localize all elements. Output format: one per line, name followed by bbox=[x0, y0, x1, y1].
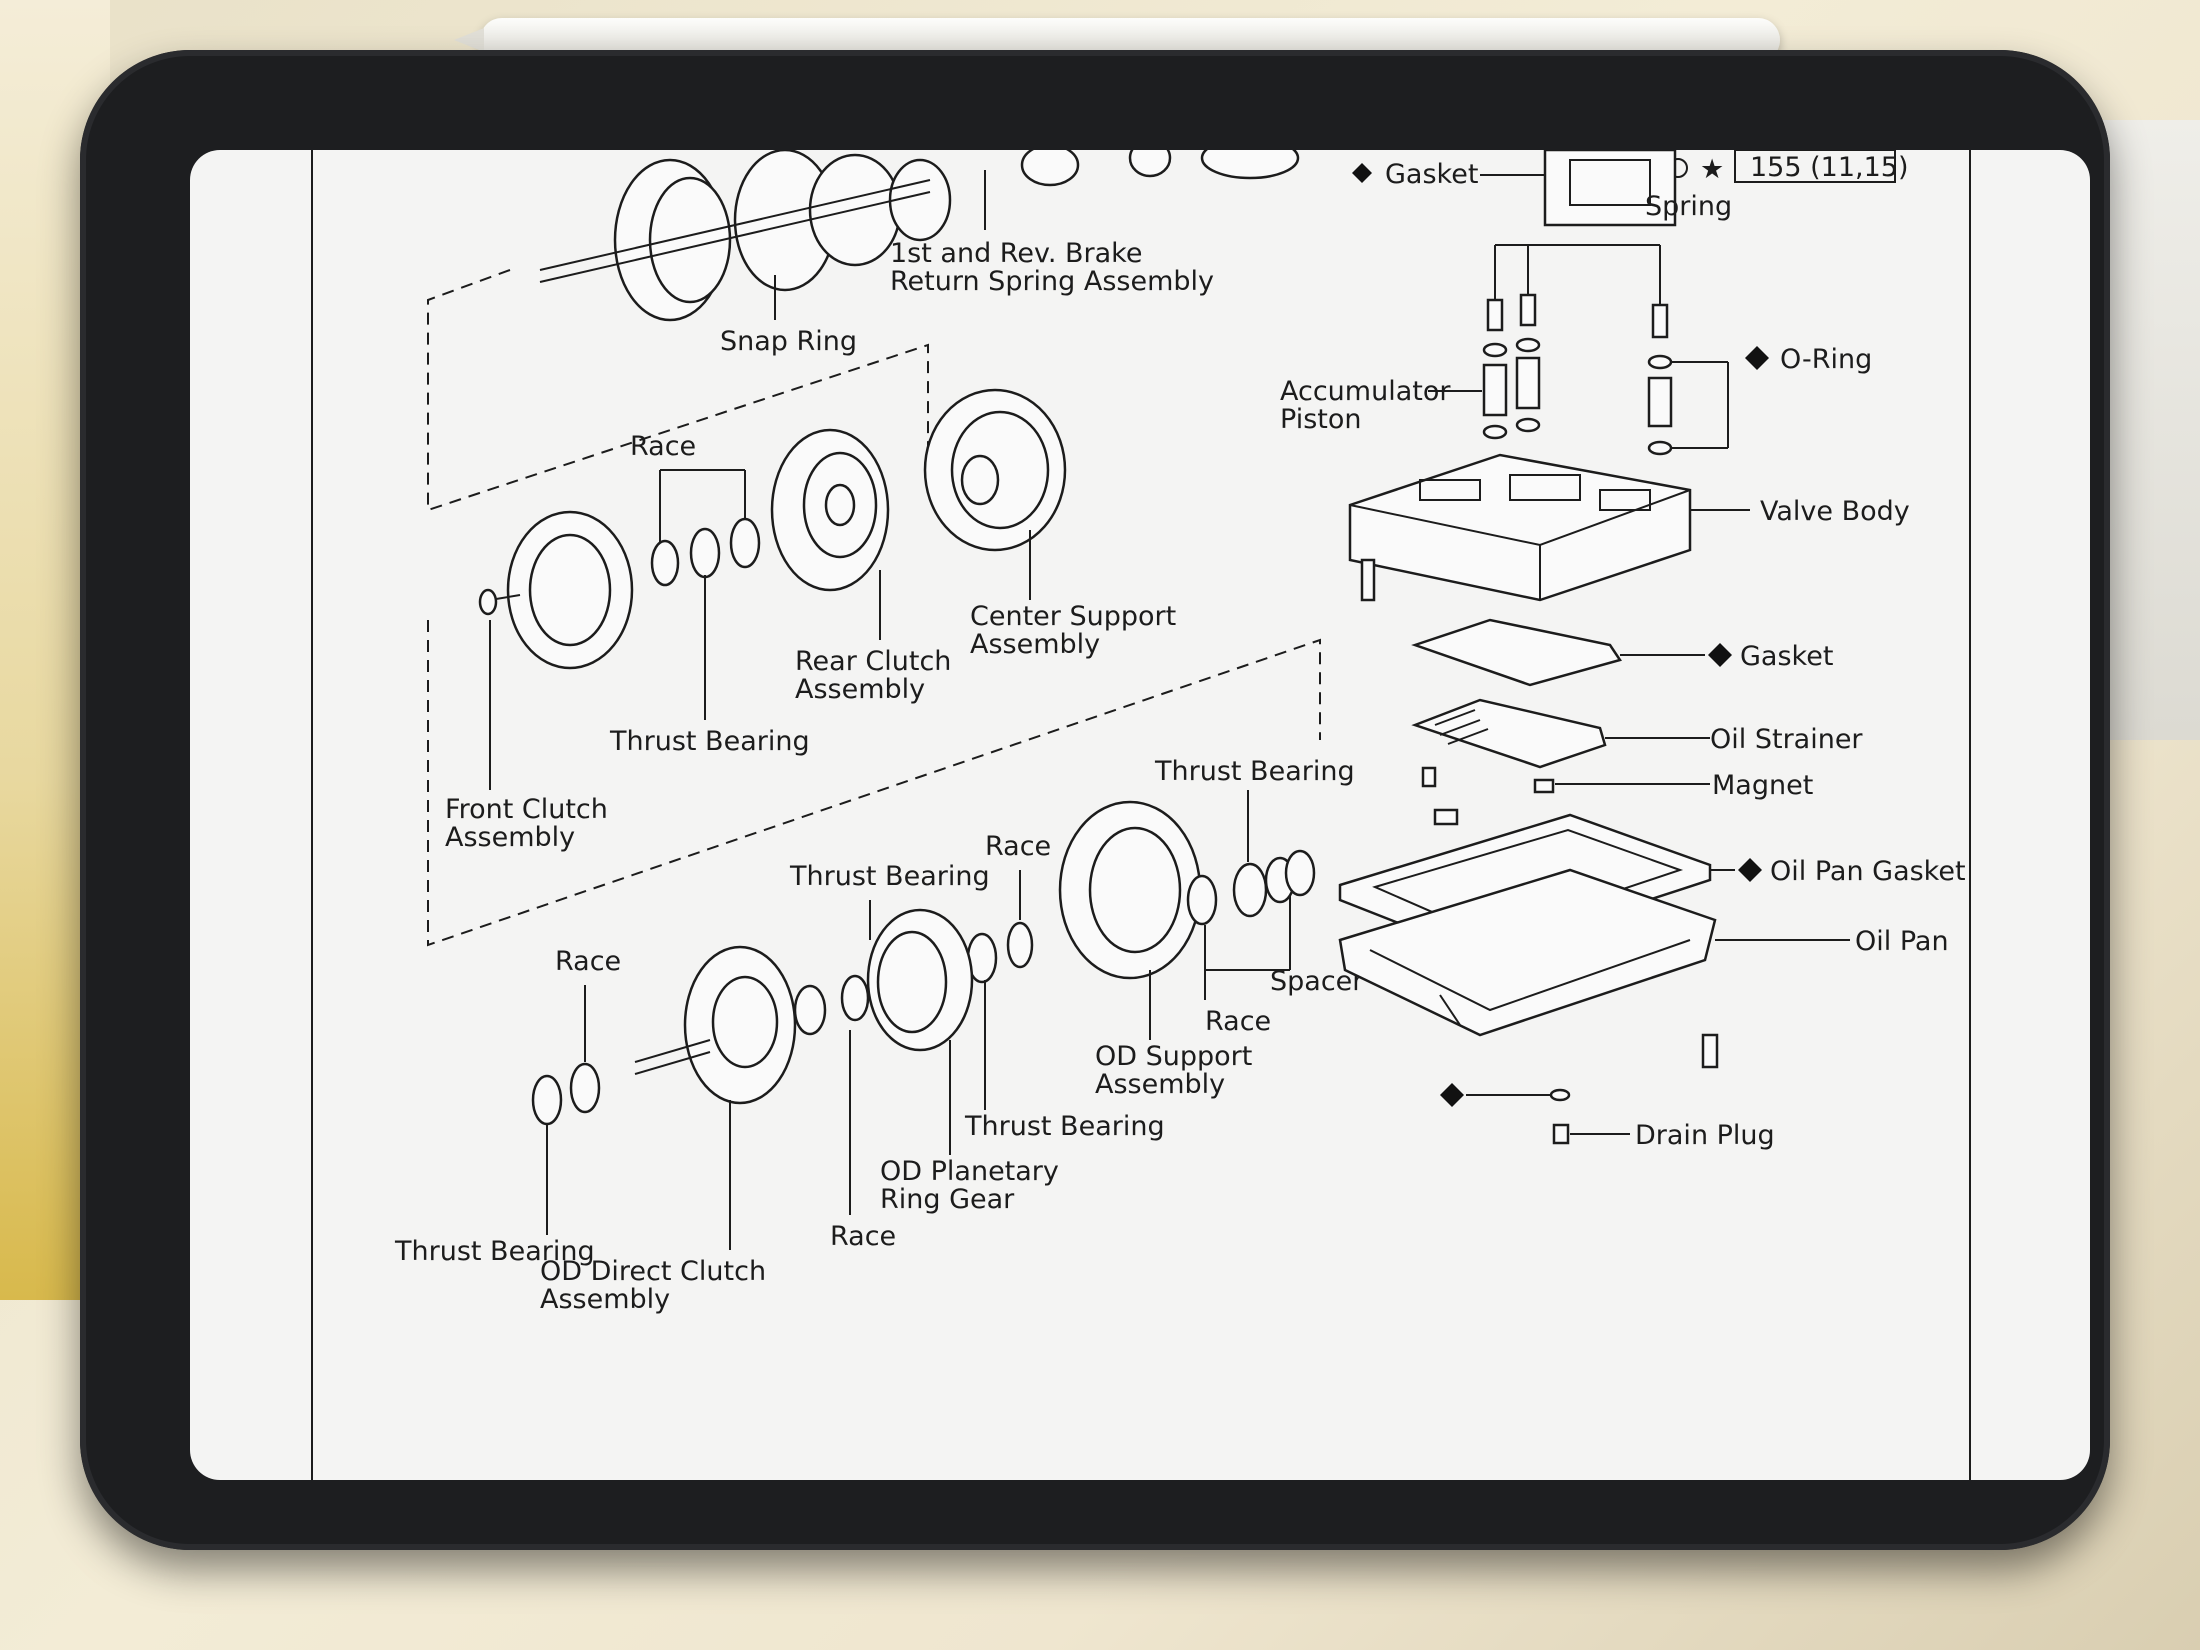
od-planetary-ring-gear bbox=[866, 908, 974, 1052]
label-thrust-bearing-mid: Thrust Bearing bbox=[789, 861, 990, 892]
front-clutch-assembly bbox=[478, 510, 634, 670]
label-magnet: Magnet bbox=[1712, 770, 1813, 801]
page-reference: 155 (11,15) ★ bbox=[1668, 150, 1908, 185]
label-race-mid: Race bbox=[985, 831, 1051, 862]
diamond-icon bbox=[1708, 643, 1732, 667]
svg-text:Rear Clutch: Rear Clutch bbox=[795, 646, 951, 677]
label-oil-pan: Oil Pan bbox=[1855, 926, 1949, 957]
svg-text:1st and Rev. Brake: 1st and Rev. Brake bbox=[890, 238, 1142, 269]
label-gasket-top: Gasket bbox=[1385, 159, 1478, 190]
race-thrust-bearing-left bbox=[531, 1062, 601, 1126]
svg-text:Return Spring Assembly: Return Spring Assembly bbox=[890, 266, 1214, 297]
svg-text:OD Support: OD Support bbox=[1095, 1041, 1252, 1072]
svg-text:Assembly: Assembly bbox=[540, 1284, 670, 1315]
svg-text:OD Direct Clutch: OD Direct Clutch bbox=[540, 1256, 766, 1287]
svg-text:Assembly: Assembly bbox=[970, 629, 1100, 660]
drain-plug-part bbox=[1552, 1123, 1570, 1145]
label-race-od: Race bbox=[1205, 1006, 1271, 1037]
svg-text:Accumulator: Accumulator bbox=[1280, 376, 1451, 407]
svg-text:Front Clutch: Front Clutch bbox=[445, 794, 608, 825]
label-thrust-bearing-low: Thrust Bearing bbox=[964, 1111, 1165, 1142]
oil-strainer-part bbox=[1411, 698, 1607, 769]
exploded-diagram: 155 (11,15) ★ 1st and Rev. Brake Return … bbox=[311, 150, 1971, 1480]
oil-pan-part bbox=[1338, 868, 1717, 1037]
star-icon: ★ bbox=[1700, 154, 1724, 185]
springs-pistons bbox=[1482, 293, 1673, 456]
svg-text:OD Planetary: OD Planetary bbox=[880, 1156, 1059, 1187]
svg-text:155 (11,15): 155 (11,15) bbox=[1750, 152, 1908, 183]
document-screen: 155 (11,15) ★ 1st and Rev. Brake Return … bbox=[190, 150, 2090, 1480]
reverse-brake-parts bbox=[539, 150, 1300, 322]
label-spring: Spring bbox=[1645, 191, 1732, 222]
svg-text:Piston: Piston bbox=[1280, 404, 1361, 435]
label-oil-strainer: Oil Strainer bbox=[1710, 724, 1863, 755]
label-o-ring: O-Ring bbox=[1780, 344, 1872, 375]
od-direct-clutch-assembly bbox=[634, 945, 870, 1105]
label-valve-body: Valve Body bbox=[1760, 496, 1910, 527]
od-support-assembly bbox=[1058, 800, 1202, 980]
label-thrust-bearing-bottom: Thrust Bearing bbox=[394, 1236, 595, 1267]
label-race-top: Race bbox=[630, 431, 696, 462]
svg-text:Assembly: Assembly bbox=[795, 674, 925, 705]
label-oil-pan-gasket: Oil Pan Gasket bbox=[1770, 856, 1966, 887]
diamond-icon bbox=[1745, 346, 1769, 370]
center-support-assembly bbox=[923, 388, 1067, 552]
label-drain-plug: Drain Plug bbox=[1635, 1120, 1775, 1151]
gasket-mid-part bbox=[1411, 618, 1622, 687]
diamond-icon bbox=[1352, 163, 1372, 183]
label-race-left: Race bbox=[555, 946, 621, 977]
label-race-bottom: Race bbox=[830, 1221, 896, 1252]
rear-clutch-assembly bbox=[770, 428, 890, 592]
magnet-part bbox=[1533, 778, 1555, 794]
thrust-bearing-race-right bbox=[1186, 849, 1316, 926]
svg-text:Center Support: Center Support bbox=[970, 601, 1176, 632]
label-snap-ring: Snap Ring bbox=[720, 326, 857, 357]
label-thrust-bearing-top: Thrust Bearing bbox=[609, 726, 810, 757]
diamond-icon bbox=[1738, 858, 1762, 882]
diamond-icon bbox=[1440, 1083, 1464, 1107]
label-thrust-bearing-right: Thrust Bearing bbox=[1154, 756, 1355, 787]
svg-text:Assembly: Assembly bbox=[445, 822, 575, 853]
race-mid-part bbox=[1006, 921, 1034, 969]
top-gasket-part bbox=[1543, 150, 1677, 227]
svg-text:Assembly: Assembly bbox=[1095, 1069, 1225, 1100]
label-gasket-mid: Gasket bbox=[1740, 641, 1833, 672]
valve-body-part bbox=[1348, 453, 1692, 602]
svg-text:Ring Gear: Ring Gear bbox=[880, 1184, 1015, 1215]
thrust-bearing-race-top bbox=[650, 517, 761, 587]
